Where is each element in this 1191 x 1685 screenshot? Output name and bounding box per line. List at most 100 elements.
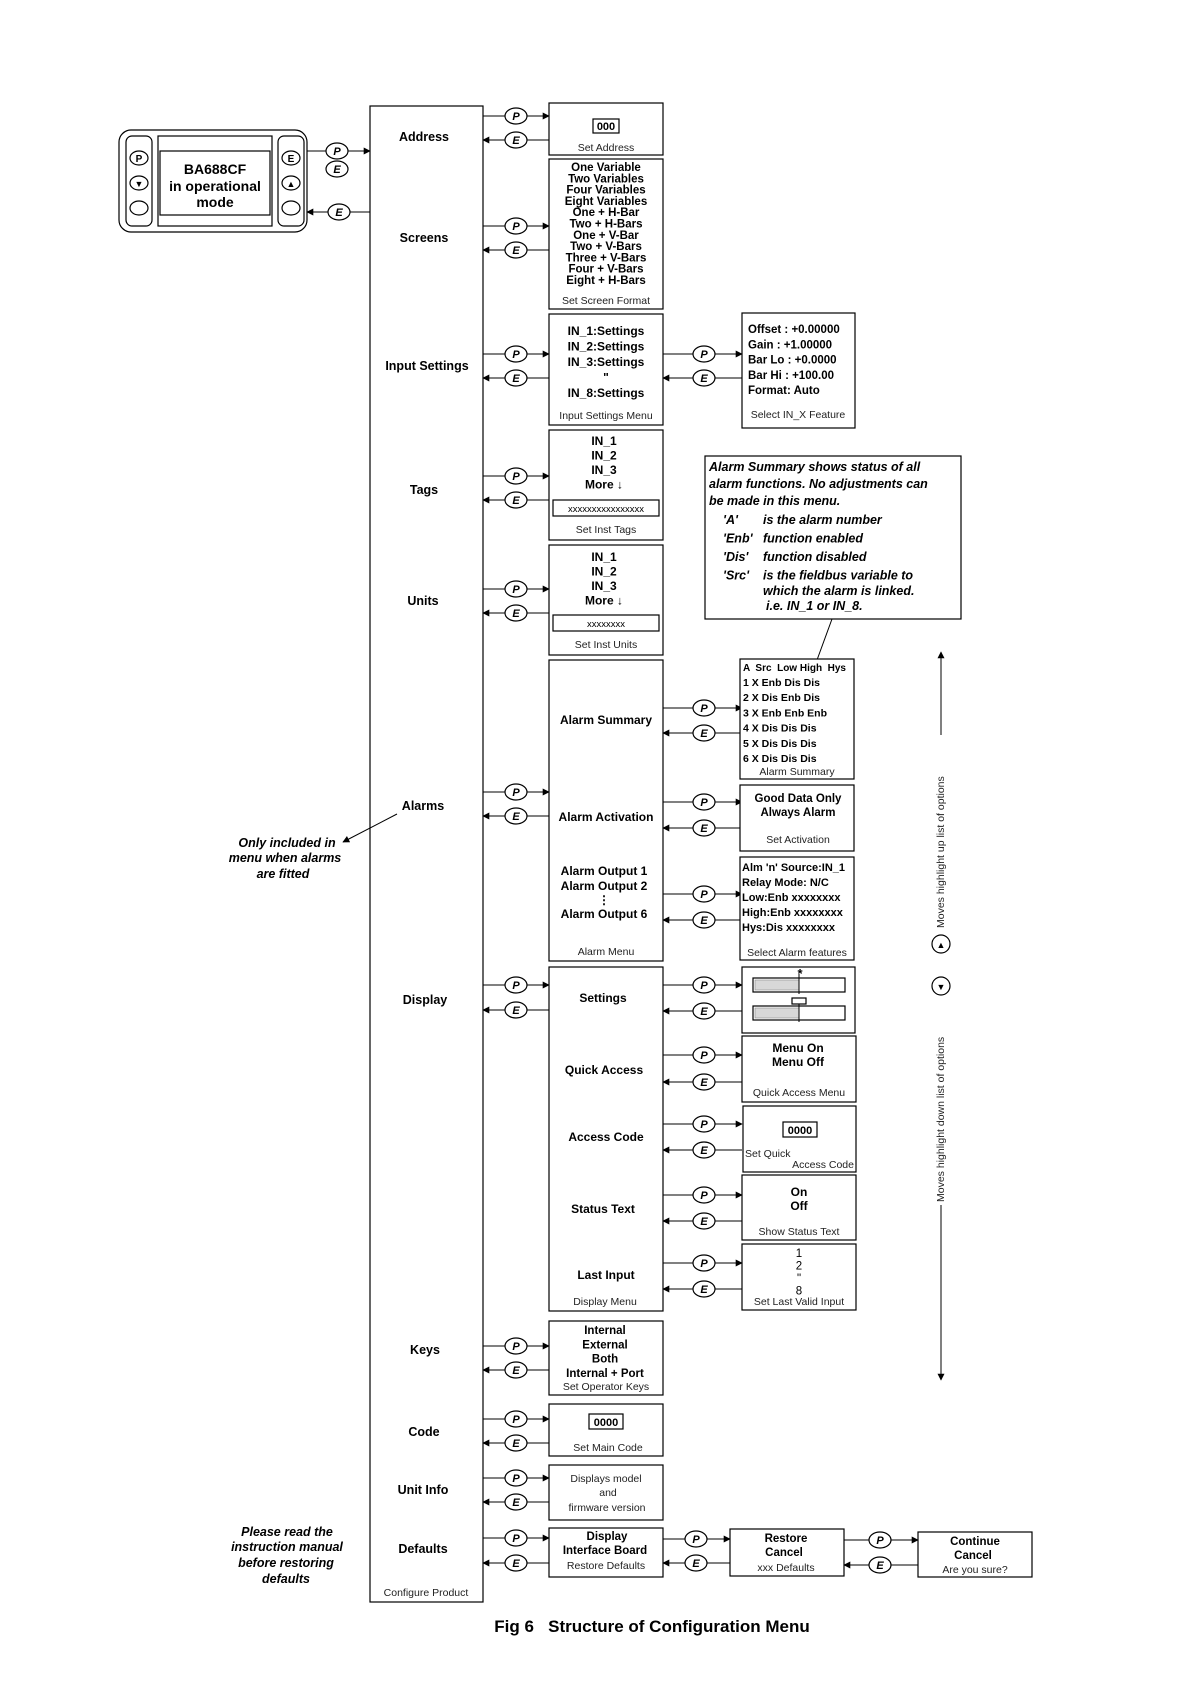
operator-keys-option-0[interactable]: Internal [584,1325,626,1337]
screen-format-option-5[interactable]: Two + H-Bars [570,219,643,231]
display-item-settings[interactable]: Settings [579,991,627,1005]
units-field[interactable]: xxxxxxxx [587,619,625,630]
screen-format-option-7[interactable]: Two + V-Bars [570,241,642,253]
menu-item-screens[interactable]: Screens [400,231,449,245]
defaults-panel: Display Interface Board Restore Defaults… [548,1527,1033,1578]
units-option-3[interactable]: More ↓ [585,594,623,608]
device-down-key[interactable] [129,175,149,191]
menu-item-units[interactable]: Units [407,594,438,608]
alarm-menu-item-output-6[interactable]: Alarm Output 6 [561,907,648,921]
units-option-0[interactable]: IN_1 [591,550,617,564]
alarm-menu-item-output-1[interactable]: Alarm Output 1 [561,864,648,878]
input-settings-option-1[interactable]: IN_2:Settings [568,340,645,354]
alarm-menu-item-activation[interactable]: Alarm Activation [559,810,654,824]
screen-format-option-10[interactable]: Eight + H-Bars [566,275,646,287]
last-input-option-1[interactable]: 2 [796,1261,802,1273]
alarm-summary-row-4[interactable]: 5 X Dis Dis Dis [743,738,817,750]
alarm-summary-row-5[interactable]: 6 X Dis Dis Dis [743,753,817,765]
menu-item-display[interactable]: Display [403,993,448,1007]
alarm-menu-item-summary[interactable]: Alarm Summary [560,713,652,727]
e-key-label-m1: E [512,245,520,257]
alarm-summary-row-3[interactable]: 4 X Dis Dis Dis [743,723,817,735]
input-settings-option-4[interactable]: IN_8:Settings [568,386,645,400]
quick-access-menu-off[interactable]: Menu Off [772,1055,825,1069]
input-settings-option-2[interactable]: IN_3:Settings [568,355,645,369]
input-feature-2[interactable]: Bar Lo : +0.0000 [748,355,837,367]
alarm-feature-line-3[interactable]: High:Enb xxxxxxxx [742,907,844,919]
defaults-option-interface-board[interactable]: Interface Board [563,1545,647,1557]
menu-item-tags[interactable]: Tags [410,483,438,497]
tags-option-0[interactable]: IN_1 [591,434,617,448]
input-settings-option-3[interactable]: " [603,371,609,385]
alarm-summary-row-2[interactable]: 3 X Enb Enb Enb [743,707,827,719]
main-code-value[interactable]: 0000 [594,1417,618,1429]
screen-format-option-6[interactable]: One + V-Bar [573,230,639,242]
menu-item-defaults[interactable]: Defaults [398,1542,447,1556]
menu-item-address[interactable]: Address [399,130,449,144]
e-key-label-s7: E [700,1216,708,1228]
display-item-quick-access[interactable]: Quick Access [565,1063,644,1077]
alarm-menu-item-output-2[interactable]: Alarm Output 2 [561,879,648,893]
alarm-feature-line-0[interactable]: Alm 'n' Source:IN_1 [742,862,845,874]
tags-field[interactable]: xxxxxxxxxxxxxxxx [568,504,644,515]
main-menu-label: Configure Product [384,1587,469,1599]
tags-option-2[interactable]: IN_3 [591,463,617,477]
menu-item-alarms[interactable]: Alarms [402,799,444,813]
confirm-continue-option[interactable]: Continue [950,1536,1000,1548]
operator-keys-option-3[interactable]: Internal + Port [566,1368,644,1380]
menu-item-input-settings[interactable]: Input Settings [385,359,468,373]
e-key-icon-s4 [692,1002,716,1020]
screen-format-option-8[interactable]: Three + V-Bars [566,252,647,264]
input-feature-0[interactable]: Offset : +0.00000 [748,324,840,336]
access-code-value[interactable]: 0000 [788,1125,812,1137]
menu-item-keys[interactable]: Keys [410,1343,440,1357]
input-feature-4[interactable]: Format: Auto [748,385,820,397]
operator-keys-option-1[interactable]: External [582,1339,627,1351]
p-key-label-m4: P [512,584,520,596]
screen-format-option-4[interactable]: One + H-Bar [573,207,640,219]
last-input-option-2[interactable]: " [797,1273,801,1285]
input-settings-option-0[interactable]: IN_1:Settings [568,324,645,338]
units-option-1[interactable]: IN_2 [591,565,617,579]
alarm-note-key-0: 'A' [723,513,739,527]
menu-item-unit-info[interactable]: Unit Info [398,1483,449,1497]
alarm-summary-row-1[interactable]: 2 X Dis Enb Dis [743,692,820,704]
alarm-feature-line-1[interactable]: Relay Mode: N/C [742,877,829,889]
operator-keys-option-2[interactable]: Both [592,1354,618,1366]
p-key-label-m1: P [512,221,520,233]
display-item-last-input[interactable]: Last Input [577,1268,634,1282]
tags-option-1[interactable]: IN_2 [591,449,617,463]
device-up-key[interactable] [281,175,301,191]
alarm-feature-line-4[interactable]: Hys:Dis xxxxxxxx [742,922,836,934]
display-item-status-text[interactable]: Status Text [571,1202,635,1216]
activation-option-good-data[interactable]: Good Data Only [755,793,843,805]
defaults-option-display[interactable]: Display [587,1531,629,1543]
menu-item-code[interactable]: Code [408,1425,439,1439]
screen-format-option-1[interactable]: Two Variables [568,173,644,185]
last-input-option-0[interactable]: 1 [796,1248,802,1260]
alarm-summary-row-0[interactable]: 1 X Enb Dis Dis [743,677,820,689]
screen-format-option-0[interactable]: One Variable [571,162,641,174]
device-blank-key-left[interactable] [129,200,149,216]
activation-option-always[interactable]: Always Alarm [761,807,836,819]
device-e-key[interactable] [281,150,301,166]
screen-format-option-9[interactable]: Four + V-Bars [568,264,643,276]
restore-cancel-option[interactable]: Cancel [765,1547,803,1559]
quick-access-menu-on[interactable]: Menu On [772,1041,823,1055]
units-option-2[interactable]: IN_3 [591,579,617,593]
confirm-cancel-option[interactable]: Cancel [954,1550,992,1562]
status-text-off[interactable]: Off [790,1199,808,1213]
device-blank-key-right[interactable] [281,200,301,216]
last-input-option-3[interactable]: 8 [796,1286,802,1298]
screen-format-option-3[interactable]: Eight Variables [565,196,647,208]
input-feature-1[interactable]: Gain : +1.00000 [748,339,832,351]
address-value[interactable]: 000 [597,121,615,133]
display-item-access-code[interactable]: Access Code [568,1130,644,1144]
restore-option[interactable]: Restore [765,1533,808,1545]
input-feature-3[interactable]: Bar Hi : +100.00 [748,370,834,382]
device-p-key[interactable] [129,150,149,166]
alarm-feature-line-2[interactable]: Low:Enb xxxxxxxx [742,892,841,904]
screen-format-option-2[interactable]: Four Variables [566,185,645,197]
tags-option-3[interactable]: More ↓ [585,478,623,492]
status-text-on[interactable]: On [791,1185,808,1199]
